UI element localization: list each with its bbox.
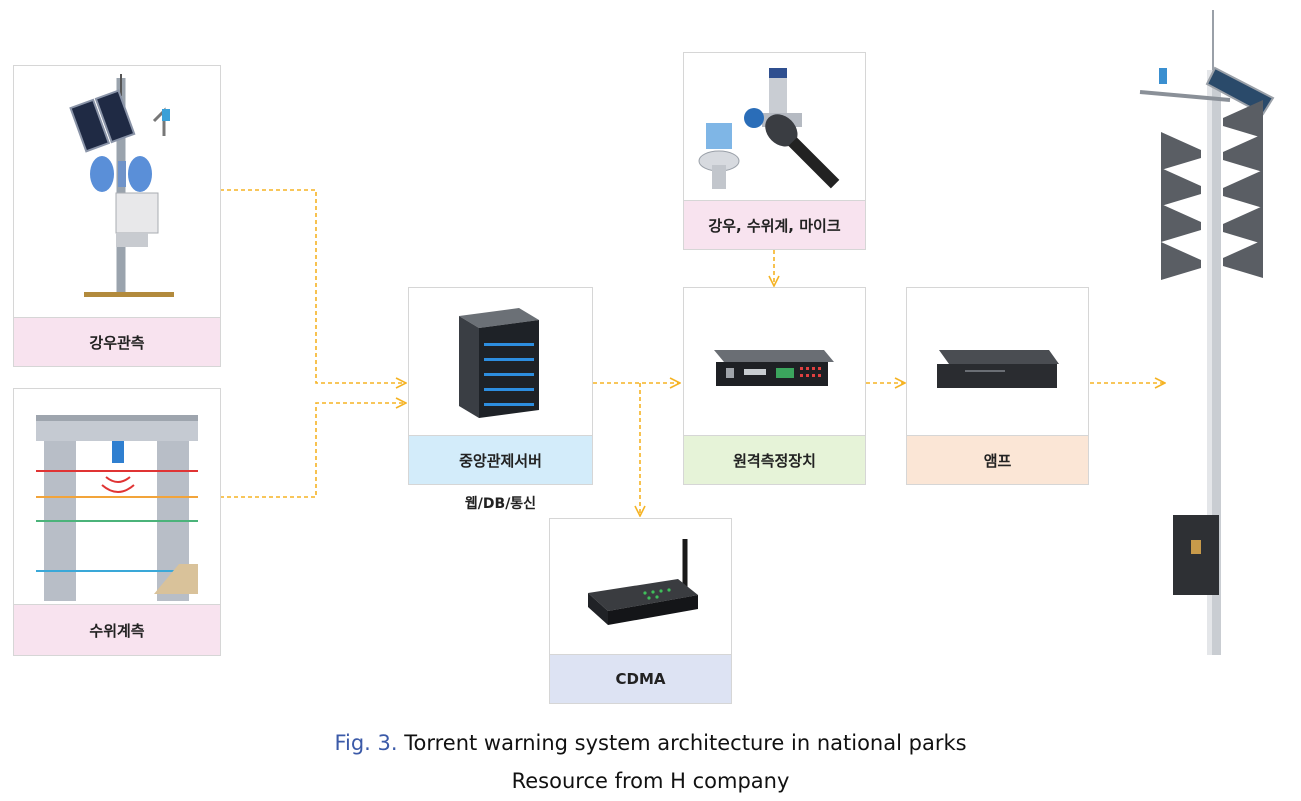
amplifier-icon: [937, 350, 1059, 388]
server-sublabel: 웹/DB/통신: [464, 496, 537, 512]
warning-speaker-tower-icon: [1139, 10, 1275, 655]
server-icon: [459, 308, 539, 418]
rain-observation-label: 강우관측: [14, 317, 220, 366]
amplifier-box: 앰프: [906, 287, 1089, 485]
arrow-rain-to-server: [220, 189, 406, 383]
amplifier-label: 앰프: [907, 435, 1088, 484]
cdma-router-icon: [588, 539, 698, 625]
water-level-label: 수위계측: [14, 604, 220, 655]
water-level-box: 수위계측: [13, 388, 221, 656]
cdma-box: CDMA: [549, 518, 732, 704]
sensors-microphone-icon: [698, 68, 840, 189]
sensors-label: 강우, 수위계, 마이크: [684, 200, 865, 249]
sensors-box: 강우, 수위계, 마이크: [683, 52, 866, 250]
arrow-water-to-server: [220, 403, 406, 498]
cdma-label: CDMA: [550, 654, 731, 703]
figure-source: Resource from H company: [511, 769, 790, 793]
central-server-label: 중앙관제서버: [409, 435, 592, 484]
rain-observation-box: 강우관측: [13, 65, 221, 367]
figure-number: Fig. 3.: [334, 731, 398, 755]
weather-station-icon: [69, 74, 174, 297]
figure-caption: Fig. 3. Torrent warning system architect…: [0, 731, 1301, 755]
central-server-box: 중앙관제서버: [408, 287, 593, 485]
remote-terminal-device-icon: [714, 350, 834, 386]
bridge-water-sensor-icon: [36, 415, 198, 601]
remote-measurement-box: 원격측정장치: [683, 287, 866, 485]
figure-title: Torrent warning system architecture in n…: [404, 731, 967, 755]
remote-measurement-label: 원격측정장치: [684, 435, 865, 484]
